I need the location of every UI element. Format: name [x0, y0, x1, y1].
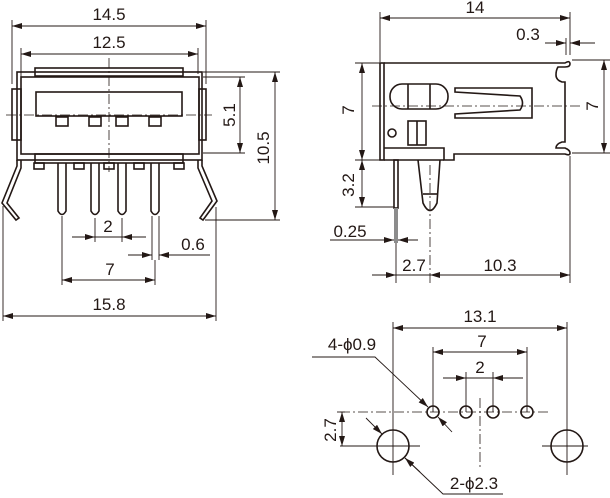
right-tab [198, 88, 207, 141]
left-leg [1, 160, 22, 222]
front-plate [379, 62, 385, 161]
dim-body-height-right: 7 [583, 101, 602, 110]
dim-inner-width: 12.5 [92, 33, 125, 52]
pin-hole-leader [312, 356, 429, 408]
latch-window [389, 83, 449, 110]
dim-row-offset: 2.7 [321, 418, 340, 442]
dim-pin-pitch: 2 [103, 217, 112, 236]
dim-overall-width: 14.5 [92, 5, 125, 24]
dim-pin-width: 0.6 [181, 235, 205, 254]
dim-leg-span: 15.8 [92, 295, 125, 314]
mount-hole-leader [365, 417, 383, 435]
dim-pin-pitch: 2 [475, 358, 484, 377]
dim-post-to-front: 10.3 [483, 256, 516, 275]
shell-outer [16, 71, 203, 161]
dim-mount-hole-span: 13.1 [463, 307, 496, 326]
pin-hole-label: 4-ϕ0.9 [328, 335, 376, 354]
dim-pin-to-post: 2.7 [402, 256, 426, 275]
dim-body-height-left: 7 [339, 105, 358, 114]
dim-length: 14 [466, 0, 485, 17]
feet [33, 162, 185, 170]
contacts [55, 116, 162, 127]
right-leg [197, 160, 218, 222]
mount-post [417, 159, 441, 212]
side-pin [393, 159, 399, 209]
dim-outer-pin-span: 7 [105, 260, 114, 279]
usb-slot [35, 91, 183, 117]
spring-fork [454, 87, 533, 119]
front-view: 14.5 12.5 5.1 10.5 2 0.6 7 15.8 [1, 5, 280, 321]
dim-outer-pin-span: 7 [477, 332, 486, 351]
locator-hole [387, 128, 397, 138]
pins [57, 163, 160, 216]
side-view: 14 0.3 7 3.2 0.25 2.7 10.3 7 [330, 0, 610, 283]
pcb-footprint: 13.1 7 2 2.7 4-ϕ0.9 2-ϕ2.3 [312, 307, 588, 495]
body-outline [384, 60, 571, 161]
pin-tip [394, 208, 398, 243]
dim-pin-thickness: 0.25 [333, 222, 366, 241]
dim-shell-thickness: 0.3 [516, 25, 540, 44]
mount-hole-label: 2-ϕ2.3 [450, 474, 498, 493]
dim-pin-length: 3.2 [339, 173, 358, 197]
dim-overall-height: 10.5 [254, 131, 273, 164]
left-tab [11, 88, 22, 141]
dim-opening-height: 5.1 [220, 103, 239, 127]
